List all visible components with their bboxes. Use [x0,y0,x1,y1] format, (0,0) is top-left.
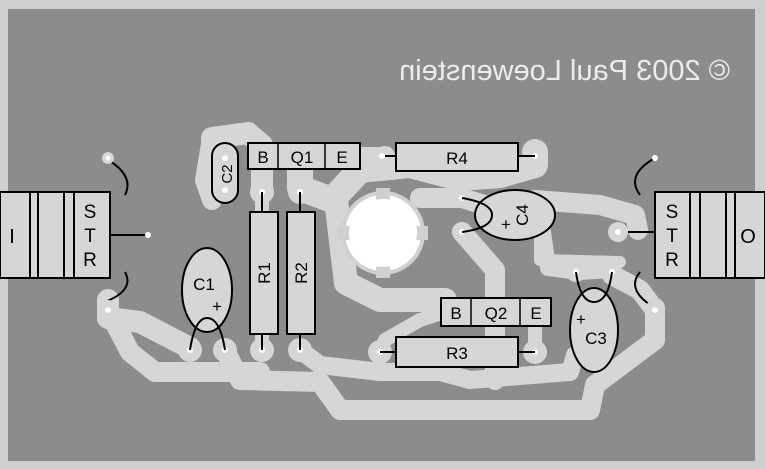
capacitor-c3: C3 + [566,262,622,373]
r4-label: R4 [446,149,468,168]
capacitor-c4: C4 + [452,188,556,242]
r1-label: R1 [255,262,274,284]
transistor-q1: B Q1 E [247,142,361,170]
mounting-hole [338,188,428,278]
resistor-r1: R1 [249,180,279,362]
input-ring-label: I [9,226,15,248]
capacitor-c1: C1 + [178,247,237,362]
output-letter-s: S [666,202,679,223]
input-connector: I S T R [0,152,151,320]
input-letter-r: R [83,250,97,271]
input-letter-t: T [84,226,96,247]
c3-label: C3 [585,329,607,348]
c2-label: C2 [219,164,236,183]
q2-base-label: B [450,304,461,323]
c4-plus: + [501,215,511,234]
q2-name-label: Q2 [485,304,508,323]
c3-plus: + [576,310,586,329]
c1-label: C1 [193,275,215,294]
r2-label: R2 [292,262,311,284]
q1-name-label: Q1 [291,148,314,167]
output-letter-t: T [666,226,678,247]
r3-label: R3 [446,344,468,363]
output-connector: O S T R [608,155,765,320]
q1-base-label: B [257,148,268,167]
resistor-r3: R3 [368,336,547,368]
output-ring-label: O [740,226,756,248]
transistor-q2: B Q2 E [440,297,552,327]
resistor-r2: R2 [286,180,316,362]
q1-emitter-label: E [336,148,347,167]
capacitor-c2: C2 [211,142,239,204]
q2-emitter-label: E [530,304,541,323]
copyright-text: © 2003 Paul Loewenstein [399,55,730,87]
input-letter-s: S [84,202,97,223]
resistor-r4: R4 [375,142,547,172]
output-letter-r: R [665,250,679,271]
c4-label: C4 [513,204,532,226]
c1-plus: + [212,297,222,316]
